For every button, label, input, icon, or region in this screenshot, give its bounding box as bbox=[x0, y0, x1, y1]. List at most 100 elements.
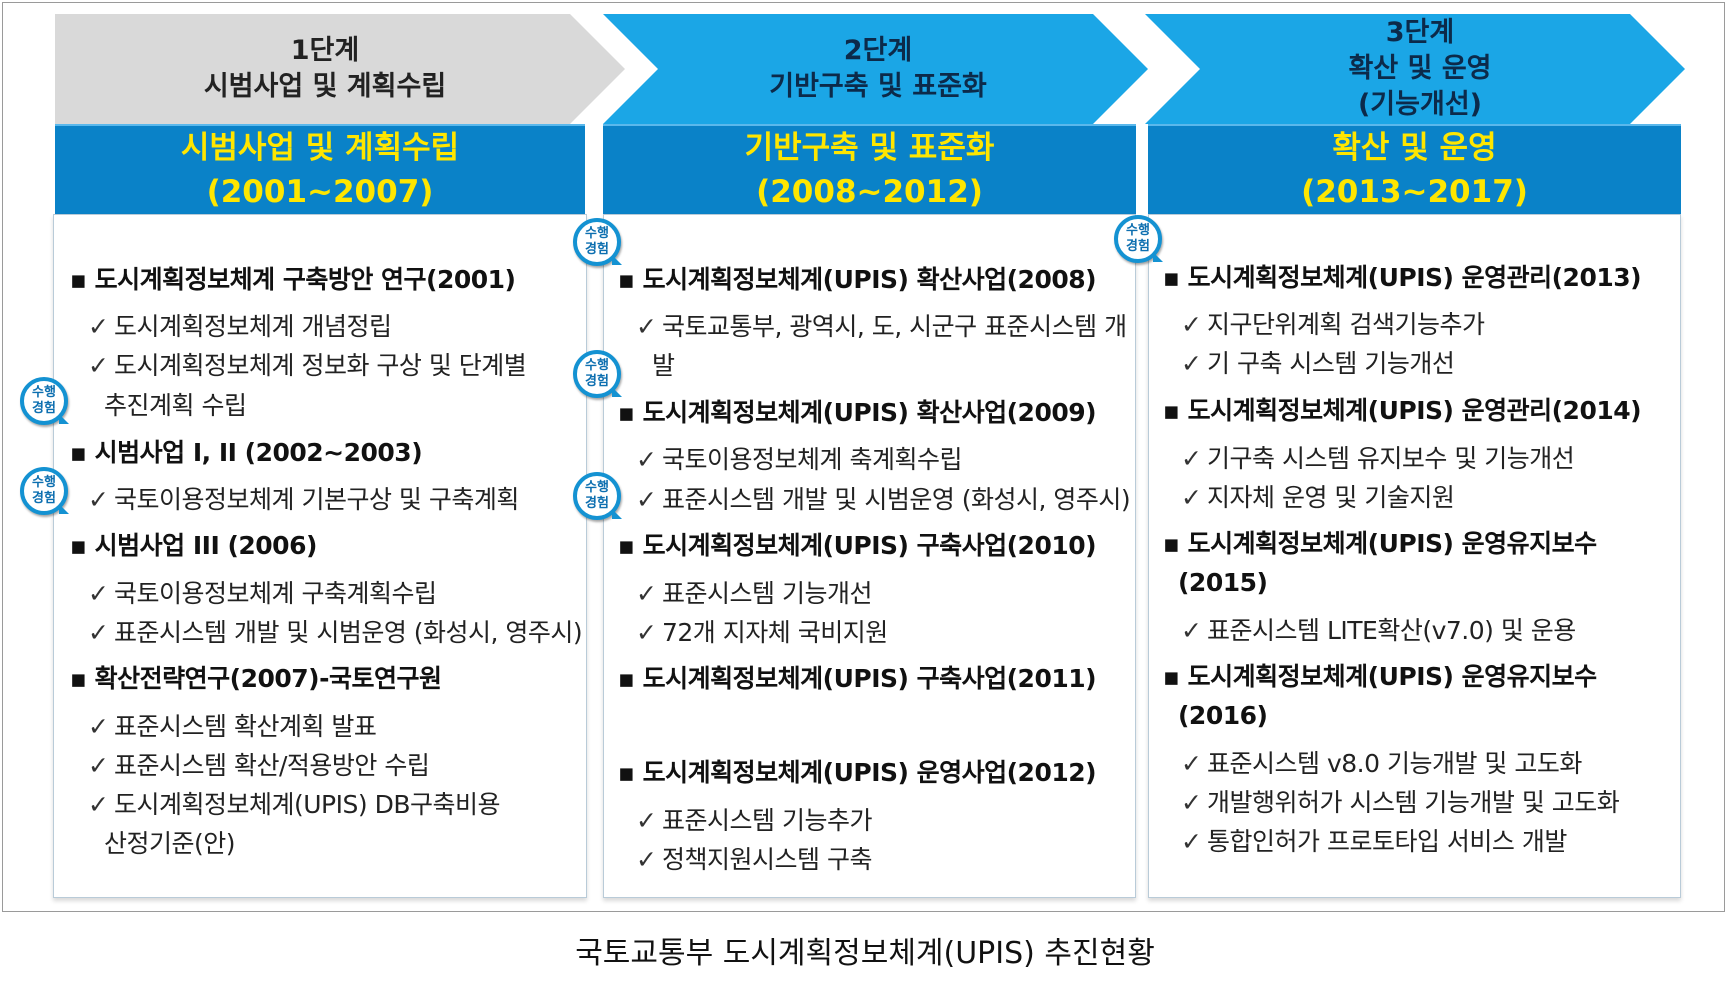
experience-badge: 수행 경험 bbox=[1114, 215, 1163, 263]
col1-heading: ▪ 도시계획정보체계 구축방안 연구(2001) bbox=[70, 265, 516, 294]
check-icon: ✓ bbox=[636, 485, 657, 514]
experience-badge: 수행 경험 bbox=[573, 472, 622, 520]
badge-text-2: 경험 bbox=[585, 374, 609, 389]
phase-panel-2 bbox=[603, 214, 1136, 898]
stage-2-label: 2단계 bbox=[843, 35, 913, 66]
check-icon: ✓ bbox=[636, 445, 657, 474]
check-icon: ✓ bbox=[636, 618, 657, 647]
stage-1-title: 시범사업 및 계획수립 bbox=[203, 71, 447, 102]
stage-3-title: 확산 및 운영 bbox=[1348, 53, 1492, 84]
check-icon: ✓ bbox=[1181, 310, 1202, 339]
col1-check-item: ✓표준시스템 확산계획 발표 bbox=[88, 708, 377, 746]
col3-check-text: 기 구축 시스템 기능개선 bbox=[1207, 349, 1455, 378]
check-icon: ✓ bbox=[1181, 616, 1202, 645]
phase-band-3: 확산 및 운영 (2013~2017) bbox=[1148, 124, 1681, 214]
badge-text-1: 수행 bbox=[32, 385, 56, 400]
phase-1-period: (2001~2007) bbox=[206, 174, 434, 210]
col1-check-item: ✓국토이용정보체계 기본구상 및 구축계획 bbox=[88, 481, 519, 519]
col2-check-text: 국토이용정보체계 축계획수립 bbox=[662, 445, 962, 474]
col1-heading: ▪ 시범사업 III (2006) bbox=[70, 531, 317, 560]
chevron-shape-2 bbox=[603, 14, 1148, 124]
col3-check-item: ✓표준시스템 v8.0 기능개발 및 고도화 bbox=[1181, 745, 1582, 783]
stage-chevron-1: 1단계 시범사업 및 계획수립 bbox=[55, 14, 625, 124]
experience-badge: 수행 경험 bbox=[20, 467, 69, 515]
check-icon: ✓ bbox=[88, 312, 109, 341]
phase-1-title: 시범사업 및 계획수립 bbox=[180, 130, 460, 166]
badge-text-1: 수행 bbox=[585, 358, 609, 373]
check-icon: ✓ bbox=[636, 845, 657, 874]
stage-3-subtitle: (기능개선) bbox=[1357, 89, 1483, 120]
badge-text-2: 경험 bbox=[32, 401, 56, 416]
check-icon: ✓ bbox=[1181, 444, 1202, 473]
col3-check-item: ✓표준시스템 LITE확산(v7.0) 및 운용 bbox=[1181, 612, 1576, 650]
col2-check-text: 표준시스템 기능개선 bbox=[662, 579, 872, 608]
col3-check-text: 지자체 운영 및 기술지원 bbox=[1207, 483, 1455, 512]
col3-heading: ▪ 도시계획정보체계(UPIS) 운영관리(2013) bbox=[1163, 263, 1642, 292]
check-icon: ✓ bbox=[88, 712, 109, 741]
col2-continuation: 발 bbox=[652, 351, 675, 380]
check-icon: ✓ bbox=[636, 312, 657, 341]
col2-check-text: 정책지원시스템 구축 bbox=[662, 845, 872, 874]
check-icon: ✓ bbox=[88, 351, 109, 380]
experience-badge: 수행 경험 bbox=[573, 350, 622, 398]
col2-heading: ▪ 도시계획정보체계(UPIS) 구축사업(2011) bbox=[618, 664, 1097, 693]
col1-heading: ▪ 확산전략연구(2007)-국토연구원 bbox=[70, 664, 442, 693]
check-icon: ✓ bbox=[88, 751, 109, 780]
stage-chevron-2: 2단계 기반구축 및 표준화 bbox=[603, 14, 1148, 124]
col3-check-text: 기구축 시스템 유지보수 및 기능개선 bbox=[1207, 444, 1575, 473]
phase-band-2: 기반구축 및 표준화 (2008~2012) bbox=[603, 124, 1136, 214]
check-icon: ✓ bbox=[636, 579, 657, 608]
col2-heading: ▪ 도시계획정보체계(UPIS) 운영사업(2012) bbox=[618, 758, 1097, 787]
chevron-shape-3 bbox=[1145, 14, 1685, 124]
badge-text-2: 경험 bbox=[1126, 239, 1150, 254]
col1-check-text: 도시계획정보체계 개념정립 bbox=[114, 312, 392, 341]
col3-check-text: 개발행위허가 시스템 기능개발 및 고도화 bbox=[1207, 788, 1620, 817]
col3-check-item: ✓지구단위계획 검색기능추가 bbox=[1181, 306, 1485, 344]
col1-heading: ▪ 시범사업 I, II (2002~2003) bbox=[70, 438, 423, 467]
col2-check-item: ✓국토교통부, 광역시, 도, 시군구 표준시스템 개 bbox=[636, 308, 1127, 346]
col3-check-item: ✓지자체 운영 및 기술지원 bbox=[1181, 479, 1455, 517]
badge-text-1: 수행 bbox=[585, 226, 609, 241]
col3-check-item: ✓통합인허가 프로토타입 서비스 개발 bbox=[1181, 823, 1567, 861]
col1-check-item: ✓국토이용정보체계 구축계획수립 bbox=[88, 575, 437, 613]
figure-caption: 국토교통부 도시계획정보체계(UPIS) 추진현황 bbox=[575, 936, 1155, 971]
col2-check-item: ✓국토이용정보체계 축계획수립 bbox=[636, 441, 962, 479]
phase-2-period: (2008~2012) bbox=[756, 174, 983, 210]
col2-check-text: 72개 지자체 국비지원 bbox=[662, 618, 888, 647]
col1-check-text: 표준시스템 개발 및 시범운영 (화성시, 영주시) bbox=[114, 618, 583, 647]
phase-2-title: 기반구축 및 표준화 bbox=[744, 130, 995, 166]
col3-check-text: 통합인허가 프로토타입 서비스 개발 bbox=[1207, 827, 1567, 856]
phase-panel-1 bbox=[53, 214, 587, 898]
col3-heading: ▪ 도시계획정보체계(UPIS) 운영관리(2014) bbox=[1163, 396, 1642, 425]
col3-check-item: ✓기구축 시스템 유지보수 및 기능개선 bbox=[1181, 440, 1575, 478]
col2-check-item: ✓표준시스템 기능추가 bbox=[636, 802, 872, 840]
col1-check-item: ✓표준시스템 개발 및 시범운영 (화성시, 영주시) bbox=[88, 614, 583, 652]
col3-check-item: ✓기 구축 시스템 기능개선 bbox=[1181, 345, 1455, 383]
col2-check-item: ✓표준시스템 개발 및 시범운영 (화성시, 영주시) bbox=[636, 481, 1131, 519]
badge-text-1: 수행 bbox=[585, 480, 609, 495]
chevron-shape-1 bbox=[55, 14, 625, 124]
col2-heading: ▪ 도시계획정보체계(UPIS) 구축사업(2010) bbox=[618, 531, 1097, 560]
col1-check-text: 도시계획정보체계(UPIS) DB구축비용 bbox=[114, 790, 500, 819]
col3-check-text: 지구단위계획 검색기능추가 bbox=[1207, 310, 1485, 339]
experience-badge: 수행 경험 bbox=[20, 377, 69, 425]
check-icon: ✓ bbox=[1181, 788, 1202, 817]
check-icon: ✓ bbox=[1181, 483, 1202, 512]
check-icon: ✓ bbox=[1181, 349, 1202, 378]
col1-check-text: 표준시스템 확산계획 발표 bbox=[114, 712, 377, 741]
phase-3-title: 확산 및 운영 bbox=[1332, 130, 1497, 166]
col3-heading: ▪ 도시계획정보체계(UPIS) 운영유지보수 bbox=[1163, 529, 1597, 558]
stage-1-label: 1단계 bbox=[290, 35, 360, 66]
col3-check-item: ✓개발행위허가 시스템 기능개발 및 고도화 bbox=[1181, 784, 1620, 822]
col3-heading-continuation: (2015) bbox=[1178, 568, 1268, 597]
phase-3-period: (2013~2017) bbox=[1301, 174, 1528, 210]
col1-continuation: 산정기준(안) bbox=[104, 829, 236, 858]
check-icon: ✓ bbox=[88, 790, 109, 819]
col1-continuation: 추진계획 수립 bbox=[104, 391, 247, 420]
col3-heading-continuation: (2016) bbox=[1178, 701, 1268, 730]
col1-check-item: ✓도시계획정보체계 정보화 구상 및 단계별 bbox=[88, 347, 527, 385]
badge-text-2: 경험 bbox=[32, 491, 56, 506]
badge-text-2: 경험 bbox=[585, 242, 609, 257]
col1-check-text: 표준시스템 확산/적용방안 수립 bbox=[114, 751, 430, 780]
col1-check-text: 국토이용정보체계 구축계획수립 bbox=[114, 579, 437, 608]
